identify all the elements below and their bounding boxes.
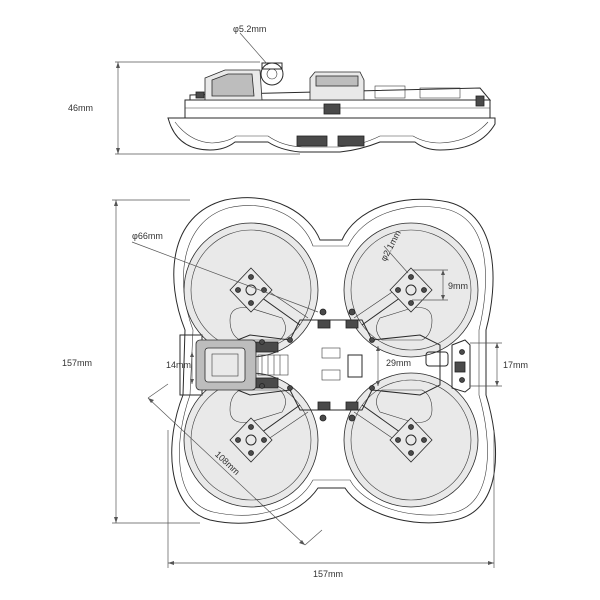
motor-mount-rear-right	[389, 417, 433, 463]
top-view: 157mm 157mm φ66mm φ2.1mm 9mm 14mm 29mm 1	[62, 197, 528, 579]
motor-mount-front-left	[229, 267, 273, 313]
side-height-label: 46mm	[68, 103, 93, 113]
camera-cage	[179, 334, 289, 396]
center-gap-label: 29mm	[386, 358, 411, 368]
left-slot-label: 14mm	[166, 360, 191, 370]
right-mount-label: 17mm	[503, 360, 528, 370]
prop-guard-label: φ66mm	[132, 231, 163, 241]
top-width-label: 157mm	[313, 569, 343, 579]
motor-mount-front-right	[389, 267, 433, 313]
rear-mount	[425, 339, 471, 393]
top-height-label: 157mm	[62, 358, 92, 368]
guard-outline	[171, 197, 497, 524]
side-diameter-label: φ5.2mm	[233, 24, 266, 34]
motor-mount-rear-left	[229, 417, 273, 463]
side-view: 46mm φ5.2mm	[68, 24, 496, 155]
motor-spacing-label: 9mm	[448, 281, 468, 291]
standoffs	[259, 308, 375, 422]
